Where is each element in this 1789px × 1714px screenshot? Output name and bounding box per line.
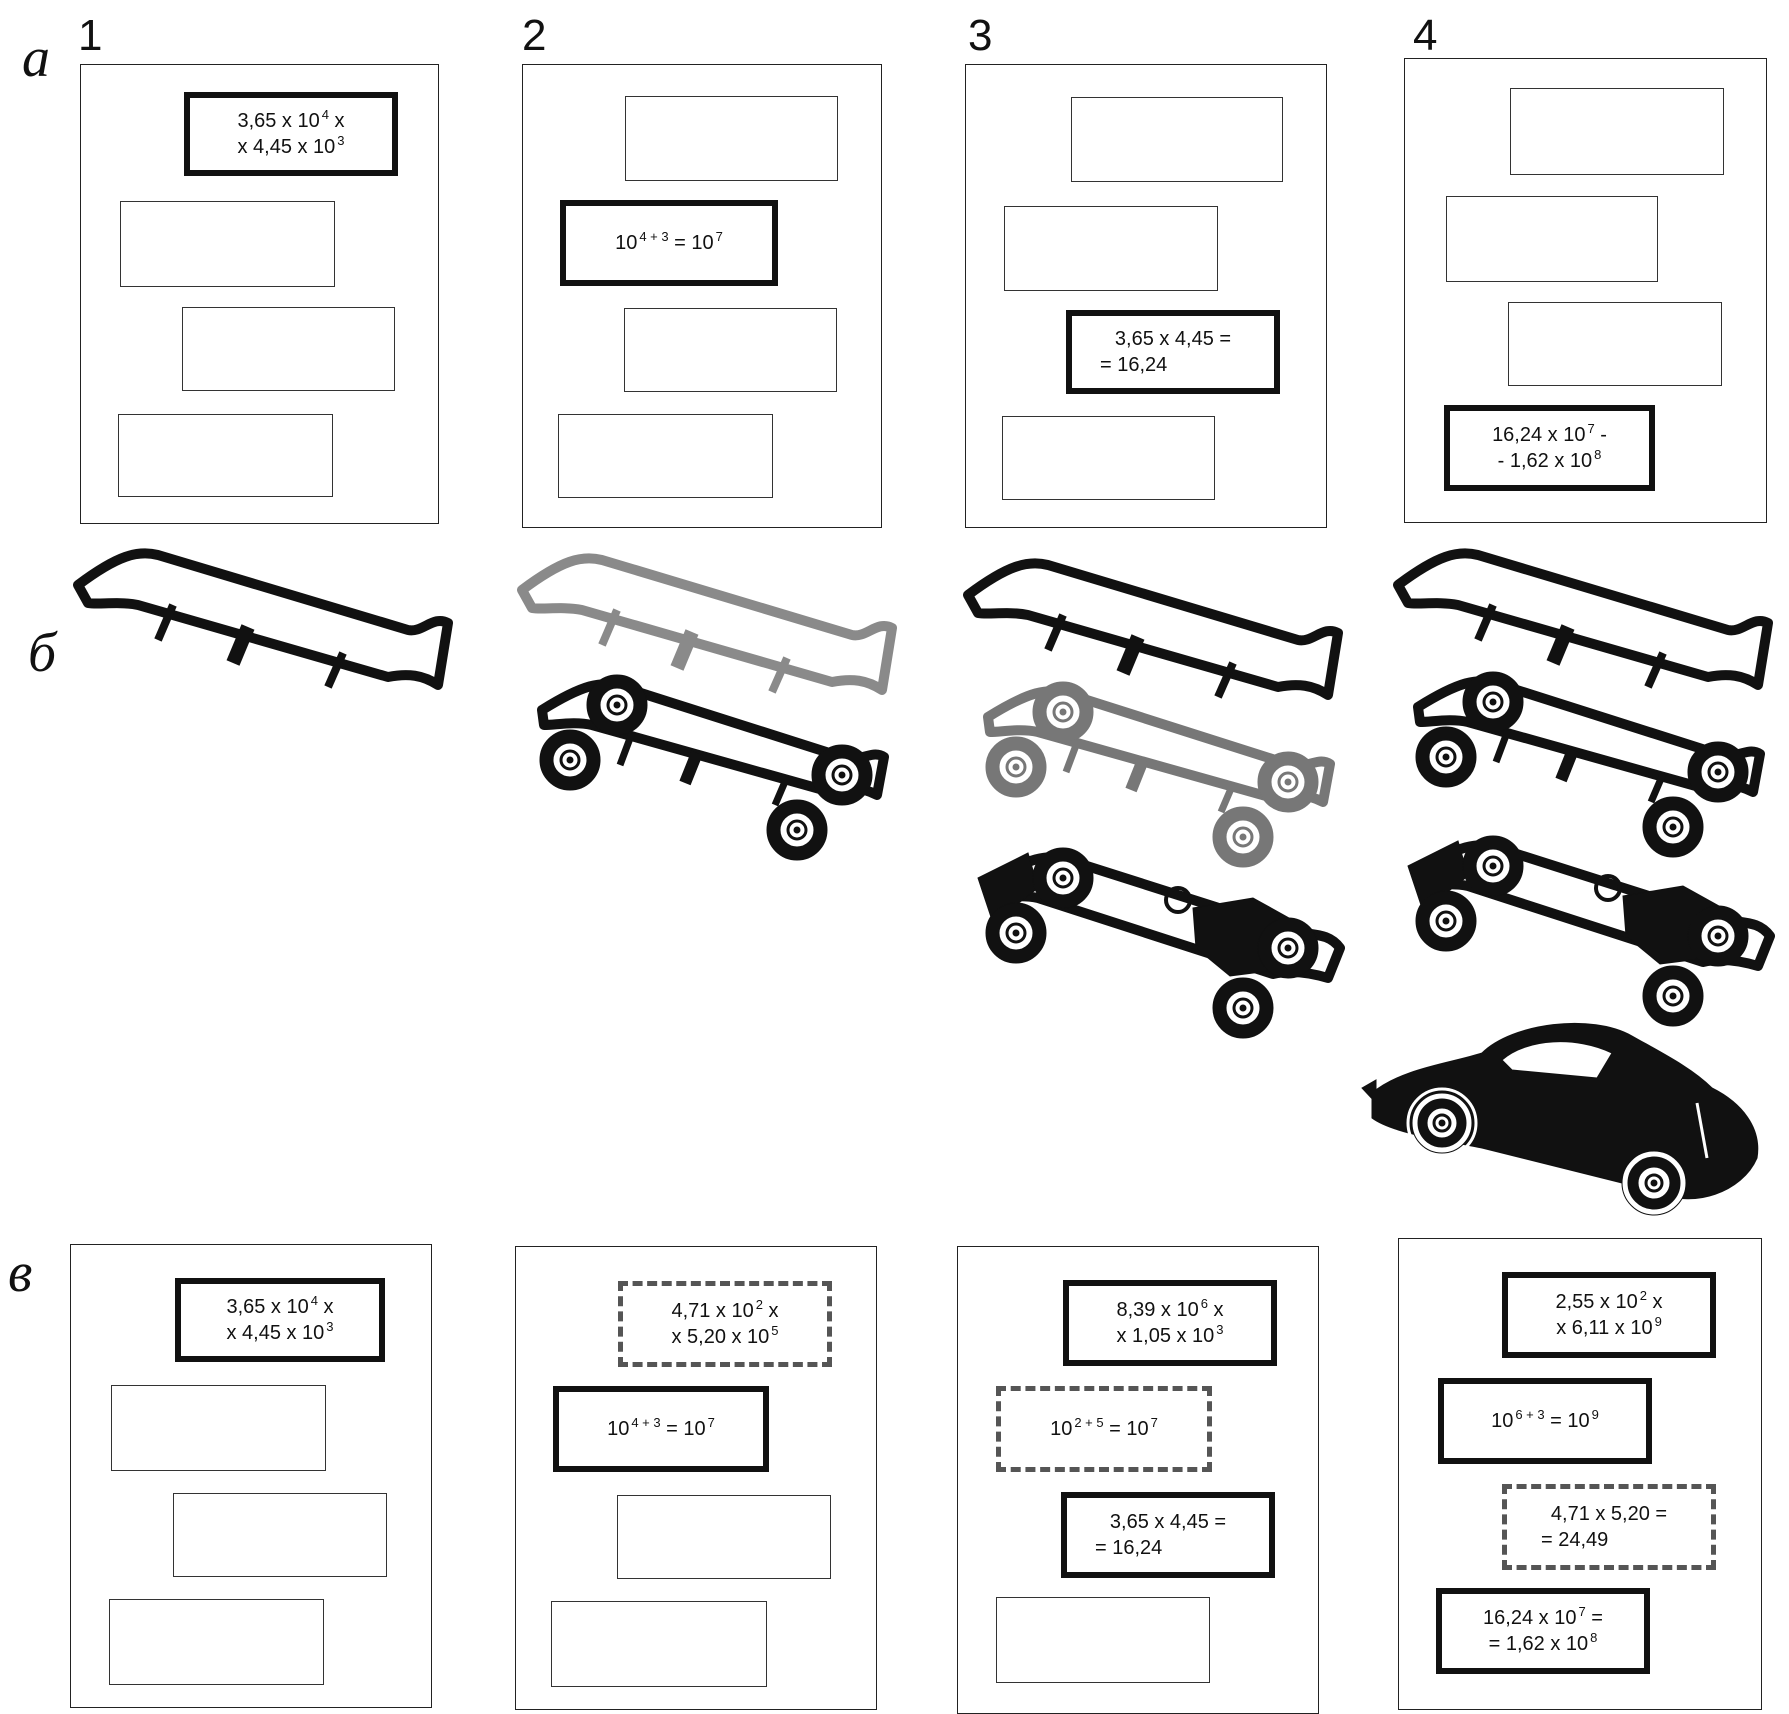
slot-c1-2 [111, 1385, 326, 1471]
slot-a4-2 [1446, 196, 1658, 282]
row-label-a: а [22, 27, 50, 89]
slot-c4-3: 4,71 x 5,20 = = 24,49 [1502, 1484, 1716, 1570]
slot-a3-3: 3,65 x 4,45 = = 16,24 [1066, 310, 1280, 394]
slot-a1-3 [182, 307, 395, 391]
car-engine-chassis-illustration [968, 838, 1348, 1048]
column-number-4: 4 [1413, 11, 1438, 60]
slot-a2-1 [625, 96, 838, 181]
column-number-3: 3 [968, 11, 993, 60]
slot-c2-3 [617, 1495, 831, 1579]
column-number-1: 1 [78, 11, 103, 60]
slot-a2-4 [558, 414, 773, 498]
slot-a1-4 [118, 414, 333, 497]
slot-a3-2 [1004, 206, 1218, 291]
slot-a4-3 [1508, 302, 1722, 386]
slot-c3-3: 3,65 x 4,45 = = 16,24 [1061, 1492, 1275, 1578]
slot-a1-2 [120, 201, 335, 287]
car-chassis-illustration [522, 665, 892, 865]
slot-c1-3 [173, 1493, 387, 1577]
slot-a3-1 [1071, 97, 1283, 182]
finished-car-illustration [1362, 1008, 1762, 1218]
row-label-c: в [8, 1242, 33, 1304]
column-number-2: 2 [522, 11, 547, 60]
row-label-b: б [28, 622, 57, 684]
slot-a2-3 [624, 308, 837, 392]
slot-c2-4 [551, 1601, 767, 1687]
slot-c3-4 [996, 1597, 1210, 1683]
car-frame-illustration [78, 545, 448, 695]
slot-a3-4 [1002, 416, 1215, 500]
slot-c1-4 [109, 1599, 324, 1685]
slot-a4-1 [1510, 88, 1724, 175]
car-engine-chassis-illustration [1398, 826, 1778, 1036]
